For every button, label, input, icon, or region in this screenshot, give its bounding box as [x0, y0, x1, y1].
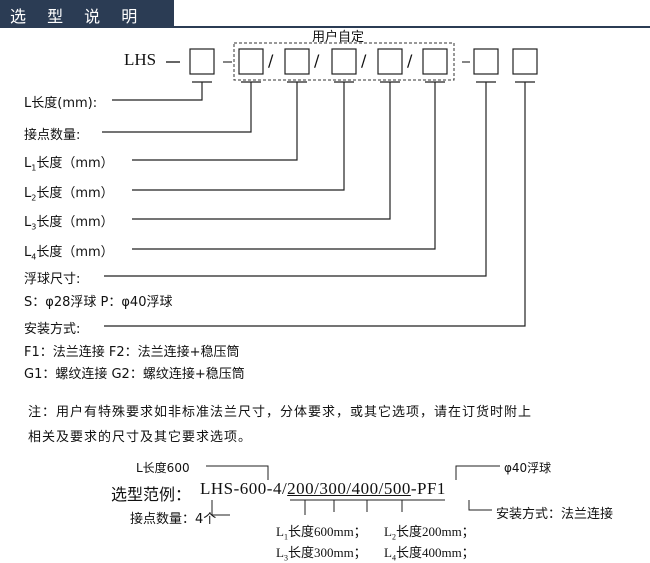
code-box-l3 — [377, 48, 403, 75]
code-box-l2 — [331, 48, 357, 75]
example-l2: L2长度200mm； — [384, 524, 475, 542]
example-l3: L3长度300mm； — [276, 545, 367, 563]
example-length-label: L长度600 — [136, 461, 190, 475]
example-float-label: φ40浮球 — [504, 461, 552, 475]
mount-options-1: F1：法兰连接 F2：法兰连接+稳压筒 — [24, 345, 240, 360]
header-divider — [0, 26, 650, 28]
code-prefix: LHS — [124, 50, 157, 69]
code-box-l4 — [422, 48, 448, 75]
field-float-size: 浮球尺寸: — [24, 272, 81, 287]
leader-lines — [102, 82, 526, 327]
custom-group-border — [233, 42, 455, 81]
field-mount: 安装方式: — [24, 322, 81, 337]
field-length: L长度(mm): — [24, 96, 98, 111]
code-box-length — [189, 48, 215, 75]
float-options: S：φ28浮球 P：φ40浮球 — [24, 295, 173, 310]
section-header: 选 型 说 明 — [0, 0, 174, 27]
code-slash: / — [314, 51, 320, 70]
code-slash: / — [268, 51, 274, 70]
custom-label: 用户自定 — [312, 30, 365, 45]
code-box-contacts — [238, 48, 264, 75]
field-l3: L3长度（mm） — [24, 215, 114, 232]
note-line-1: 注：用户有特殊要求如非标准法兰尺寸，分体要求，或其它选项，请在订货时附上 — [28, 405, 533, 420]
example-code: LHS-600-4/200/300/400/500-PF1 — [200, 479, 446, 498]
example-leaders — [206, 465, 500, 516]
field-contacts: 接点数量: — [24, 128, 81, 143]
code-box-mount — [512, 48, 538, 75]
example-l4: L4长度400mm； — [384, 545, 475, 563]
example-contacts-label: 接点数量：4个 — [130, 512, 217, 527]
field-l1: L1长度（mm） — [24, 156, 114, 173]
mount-options-2: G1：螺纹连接 G2：螺纹连接+稳压筒 — [24, 367, 245, 382]
example-mount-label: 安装方式：法兰连接 — [496, 507, 614, 522]
example-title: 选型范例： — [111, 485, 192, 504]
code-box-l1 — [284, 48, 310, 75]
note-line-2: 相关及要求的尺寸及其它要求选项。 — [28, 430, 253, 445]
example-l1: L1长度600mm； — [276, 524, 367, 542]
section-title: 选 型 说 明 — [10, 7, 146, 26]
code-slash: / — [361, 51, 367, 70]
field-l4: L4长度（mm） — [24, 245, 114, 262]
field-l2: L2长度（mm） — [24, 186, 114, 203]
code-slash: / — [407, 51, 413, 70]
code-box-float — [473, 48, 499, 75]
